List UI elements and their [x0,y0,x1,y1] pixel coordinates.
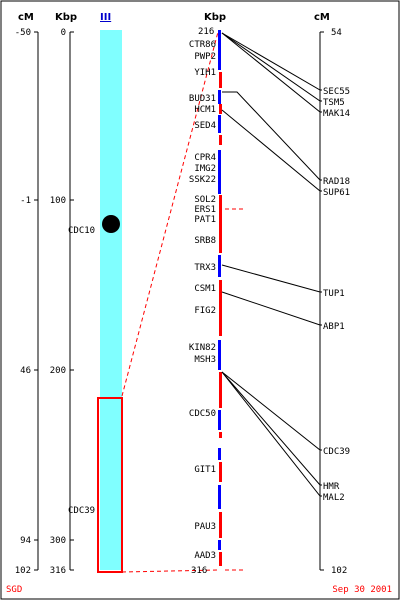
genetic-marker-label[interactable]: SEC55 [323,87,350,97]
right-cm-tick: 54 [331,28,342,38]
left-kbp-tick: 0 [61,28,66,38]
gene-segment-crick[interactable] [218,448,221,460]
gene-segment-watson[interactable] [219,462,222,482]
gene-segments [218,30,222,566]
cm-right-header: cM [314,12,330,23]
zoom-gene-labels: CTR86 PWP2 YIH1 BUD31 HCM1 SED4 CPR4 IMG… [189,40,216,561]
gene-segment-crick[interactable] [218,255,221,277]
gene-label[interactable]: SOL2 [194,195,216,205]
left-kbp-tick: 300 [50,536,66,546]
gene-segment-crick[interactable] [218,340,221,370]
gene-segment-watson[interactable] [219,372,222,408]
gene-connectors [221,32,322,497]
gene-label[interactable]: CTR86 [189,40,216,50]
gene-label[interactable]: CDC50 [189,409,216,419]
gene-label[interactable]: ERS1 [194,205,216,215]
gene-segment-watson[interactable] [219,280,222,336]
right-kbp-tick: 216 [198,27,214,37]
chromosome-link[interactable]: III [100,12,111,23]
gene-segment-crick[interactable] [218,30,221,70]
right-cm-axis: 54 102 [319,28,347,576]
cm-left-header: cM [18,12,34,23]
gene-segment-crick[interactable] [218,485,221,509]
centromere-label[interactable]: CDC10 [68,226,95,236]
gene-segment-watson[interactable] [219,72,222,88]
genetic-marker-label[interactable]: TSM5 [323,98,345,108]
genetic-marker-label[interactable]: RAD18 [323,177,350,187]
genetic-marker-label[interactable]: MAK14 [323,109,350,119]
gene-label[interactable]: SED4 [194,121,216,131]
gene-label[interactable]: TRX3 [194,263,216,273]
gene-label[interactable]: SRB8 [194,236,216,246]
genetic-marker-label[interactable]: TUP1 [323,289,345,299]
gene-segment-crick[interactable] [218,150,221,194]
right-kbp-tick: 316 [191,566,207,576]
gene-segment-watson[interactable] [219,195,222,253]
gene-segment-crick[interactable] [218,90,221,104]
gene-label[interactable]: MSH3 [194,355,216,365]
left-kbp-tick: 100 [50,196,66,206]
gene-label[interactable]: CSM1 [194,284,216,294]
gene-label[interactable]: PAU3 [194,522,216,532]
gene-segment-watson[interactable] [219,135,222,145]
gene-segment-crick[interactable] [218,410,221,430]
left-cm-tick: -1 [20,196,31,206]
gene-label[interactable]: SSK22 [189,175,216,185]
chromosome-gene-label[interactable]: CDC39 [68,506,95,516]
gene-segment-crick[interactable] [218,540,221,550]
gene-label[interactable]: GIT1 [194,465,216,475]
kbp-left-header: Kbp [55,12,77,23]
gene-label[interactable]: BUD31 [189,94,216,104]
left-cm-tick: 46 [20,366,31,376]
genetic-marker-label[interactable]: HMR [323,482,340,492]
left-cm-tick: -50 [15,28,31,38]
centromere-marker [102,215,120,233]
left-kbp-tick: 200 [50,366,66,376]
gene-segment-watson[interactable] [219,432,222,438]
genetic-marker-label[interactable]: CDC39 [323,447,350,457]
left-cm-tick: 94 [20,536,31,546]
genetic-map-labels: SEC55 TSM5 MAK14 RAD18 SUP61 TUP1 ABP1 C… [323,87,350,503]
left-cm-tick: 102 [15,566,31,576]
gene-segment-watson[interactable] [219,512,222,538]
gene-segment-watson[interactable] [219,552,222,566]
genetic-marker-label[interactable]: SUP61 [323,188,350,198]
gene-label[interactable]: PAT1 [194,215,216,225]
gene-label[interactable]: IMG2 [194,164,216,174]
gene-segment-crick[interactable] [218,115,221,133]
kbp-right-header: Kbp [204,12,226,23]
left-kbp-tick: 316 [50,566,66,576]
left-kbp-axis: 0 100 200 300 316 [50,28,74,576]
zoom-region-box[interactable] [97,397,123,573]
right-cm-tick: 102 [331,566,347,576]
gene-label[interactable]: YIH1 [194,68,216,78]
gene-label[interactable]: FIG2 [194,306,216,316]
gene-label[interactable]: PWP2 [194,52,216,62]
gene-label[interactable]: HCM1 [194,105,216,115]
gene-label[interactable]: AAD3 [194,551,216,561]
gene-segment-watson[interactable] [219,104,222,114]
genetic-marker-label[interactable]: MAL2 [323,493,345,503]
zoom-connector-bottom [121,569,219,573]
chromosome-bar[interactable] [100,30,122,570]
left-cm-axis: -50 -1 46 94 102 [15,28,39,576]
gene-label[interactable]: CPR4 [194,153,216,163]
gene-label[interactable]: KIN82 [189,343,216,353]
genetic-marker-label[interactable]: ABP1 [323,322,345,332]
footer-source: SGD [6,585,22,595]
footer-date: Sep 30 2001 [332,585,392,595]
